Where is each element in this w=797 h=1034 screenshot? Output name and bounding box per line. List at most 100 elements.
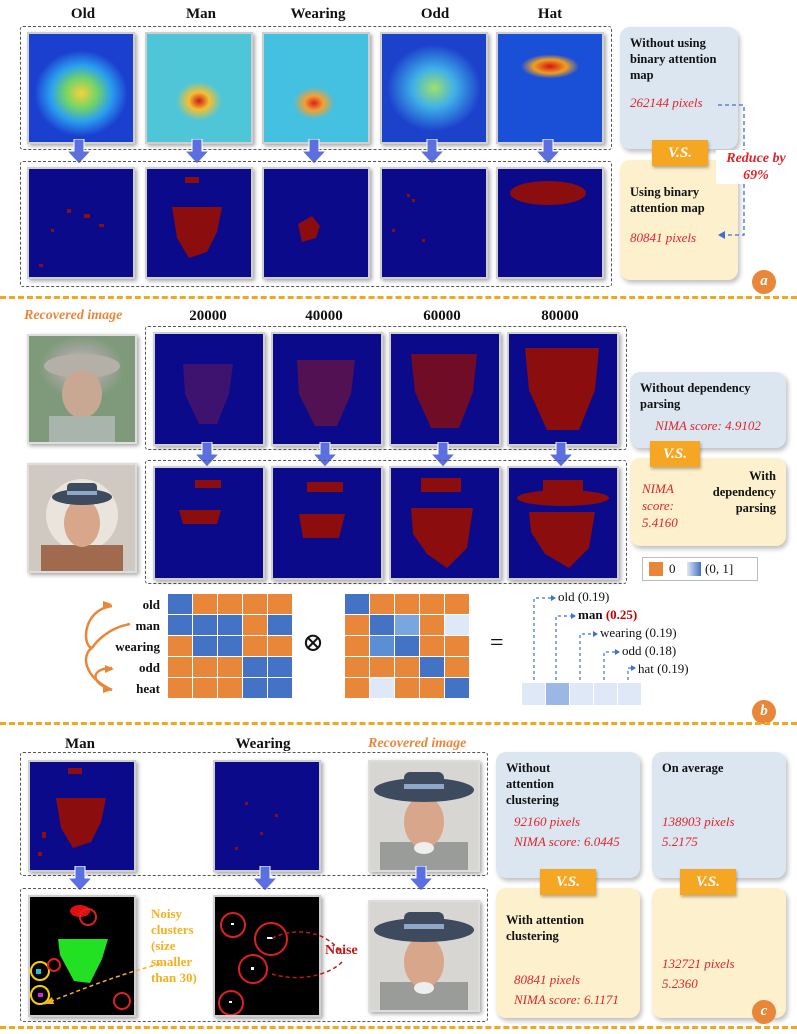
result-wearing: wearing (0.19) (600, 625, 677, 640)
result-odd: odd (0.18) (622, 643, 677, 658)
section-separator (0, 722, 797, 725)
heatmap-hat (496, 32, 604, 144)
down-arrow-icon (535, 139, 561, 165)
result-vector (522, 683, 641, 705)
card-title: With attention clustering (506, 913, 584, 943)
with-dependency-card: With dependency parsing NIMA score: 5.41… (630, 458, 786, 546)
without-binary-card: Without using binary attention map 26214… (620, 27, 738, 149)
attention-map-80000 (507, 332, 619, 446)
card-pixels: 132721 pixels (662, 956, 735, 971)
result-leader-lines (533, 595, 636, 680)
attention-map-man (28, 760, 136, 872)
header-man: Man (186, 6, 216, 22)
result-cell (570, 683, 593, 705)
dependency-map-20000 (153, 466, 265, 580)
with-clustering-card: With attention clustering 80841 pixels N… (496, 888, 640, 1018)
binary-map-old (27, 167, 135, 279)
cluster-map-wearing (213, 895, 321, 1017)
header-60000: 60000 (423, 308, 461, 324)
word-odd: odd (139, 660, 160, 675)
header-80000: 80000 (541, 308, 579, 324)
card-pixels: 80841 pixels (514, 972, 581, 987)
down-arrow-icon (252, 866, 278, 892)
clustering-row-box (20, 888, 488, 1022)
card-title: Without attention clustering (506, 761, 559, 807)
card-title: On average (662, 761, 724, 775)
word-heat: heat (136, 681, 160, 696)
attention-map-wearing (213, 760, 321, 872)
card-title: Without dependency parsing (640, 381, 751, 411)
cluster-map-man (28, 895, 136, 1017)
heatmap-odd (380, 32, 488, 144)
binary-map-man (145, 167, 253, 279)
heatmap-wearing (262, 32, 370, 144)
down-arrow-icon (67, 866, 93, 892)
down-arrow-icon (66, 139, 92, 165)
binary-map-wearing (262, 167, 370, 279)
without-clustering-card: Without attention clustering 92160 pixel… (496, 752, 640, 878)
result-cell (522, 683, 545, 705)
noise-label: Noise (325, 943, 358, 958)
recovered-image-label: Recovered image (24, 308, 123, 323)
down-arrow-icon (184, 139, 210, 165)
panel-badge-b: b (752, 700, 776, 724)
legend-label-zero: 0 (669, 561, 676, 576)
without-dependency-card: Without dependency parsing NIMA score: 4… (630, 372, 786, 448)
binary-map-row-box (20, 161, 612, 287)
header-wearing: Wearing (235, 736, 291, 752)
vs-badge: V.S. (650, 441, 700, 467)
panel-badge-a: a (752, 270, 776, 294)
card-nima: 5.2175 (662, 834, 698, 849)
dependency-row-box (145, 460, 627, 584)
word-man: man (135, 618, 160, 633)
attention-map-20000 (153, 332, 265, 446)
card-value: 262144 pixels (630, 95, 703, 110)
reduce-label: Reduce by 69% (716, 150, 796, 184)
result-hat: hat (0.19) (638, 661, 689, 676)
with-binary-card: Using binary attention map 80841 pixels (620, 160, 738, 280)
card-title: Without using binary attention map (630, 36, 717, 82)
legend: 0 (0, 1] (642, 557, 758, 581)
recovered-image-clear (27, 463, 137, 573)
card-pixels: 92160 pixels (514, 814, 581, 829)
card-value: NIMA score: 5.4160 (642, 481, 678, 530)
heatmap-man (145, 32, 253, 144)
header-odd: Odd (420, 6, 450, 22)
heatmap-old (27, 32, 135, 144)
down-arrow-icon (419, 139, 445, 165)
result-cell (594, 683, 617, 705)
legend-label-range: (0, 1] (705, 561, 734, 576)
attention-matrix (345, 594, 469, 698)
card-title: Using binary attention map (630, 185, 705, 215)
vs-badge: V.S. (680, 869, 736, 895)
result-cell (618, 683, 641, 705)
binary-map-hat (496, 167, 604, 279)
dependency-map-40000 (271, 466, 383, 580)
recovered-image-label: Recovered image (368, 736, 467, 751)
header-old: Old (70, 6, 96, 22)
word-wearing: wearing (115, 639, 160, 654)
result-old: old (0.19) (558, 589, 610, 604)
card-nima: 5.2360 (662, 976, 698, 991)
card-title: With dependency parsing (712, 469, 776, 515)
attention-row-box (145, 326, 627, 450)
result-cell (546, 683, 569, 705)
header-20000: 20000 (189, 308, 227, 324)
down-arrow-icon (408, 866, 434, 892)
word-old: old (142, 597, 160, 612)
average-card: On average 138903 pixels 5.2175 (652, 752, 786, 878)
section-separator (0, 1026, 797, 1029)
card-value: 80841 pixels (630, 230, 697, 245)
legend-swatch-range (687, 562, 701, 576)
card-nima: NIMA score: 6.1171 (514, 992, 619, 1007)
header-man: Man (65, 736, 95, 752)
panel-badge-c: c (752, 1000, 776, 1024)
dependency-map-60000 (389, 466, 501, 580)
recovered-image-blurry (27, 334, 137, 444)
dependency-map-80000 (507, 466, 619, 580)
down-arrow-icon (301, 139, 327, 165)
card-nima: NIMA score: 6.0445 (514, 834, 620, 849)
recovered-image-1 (368, 760, 480, 872)
average-with-card: 132721 pixels 5.2360 (652, 888, 786, 1018)
recovered-image-2 (368, 900, 480, 1012)
